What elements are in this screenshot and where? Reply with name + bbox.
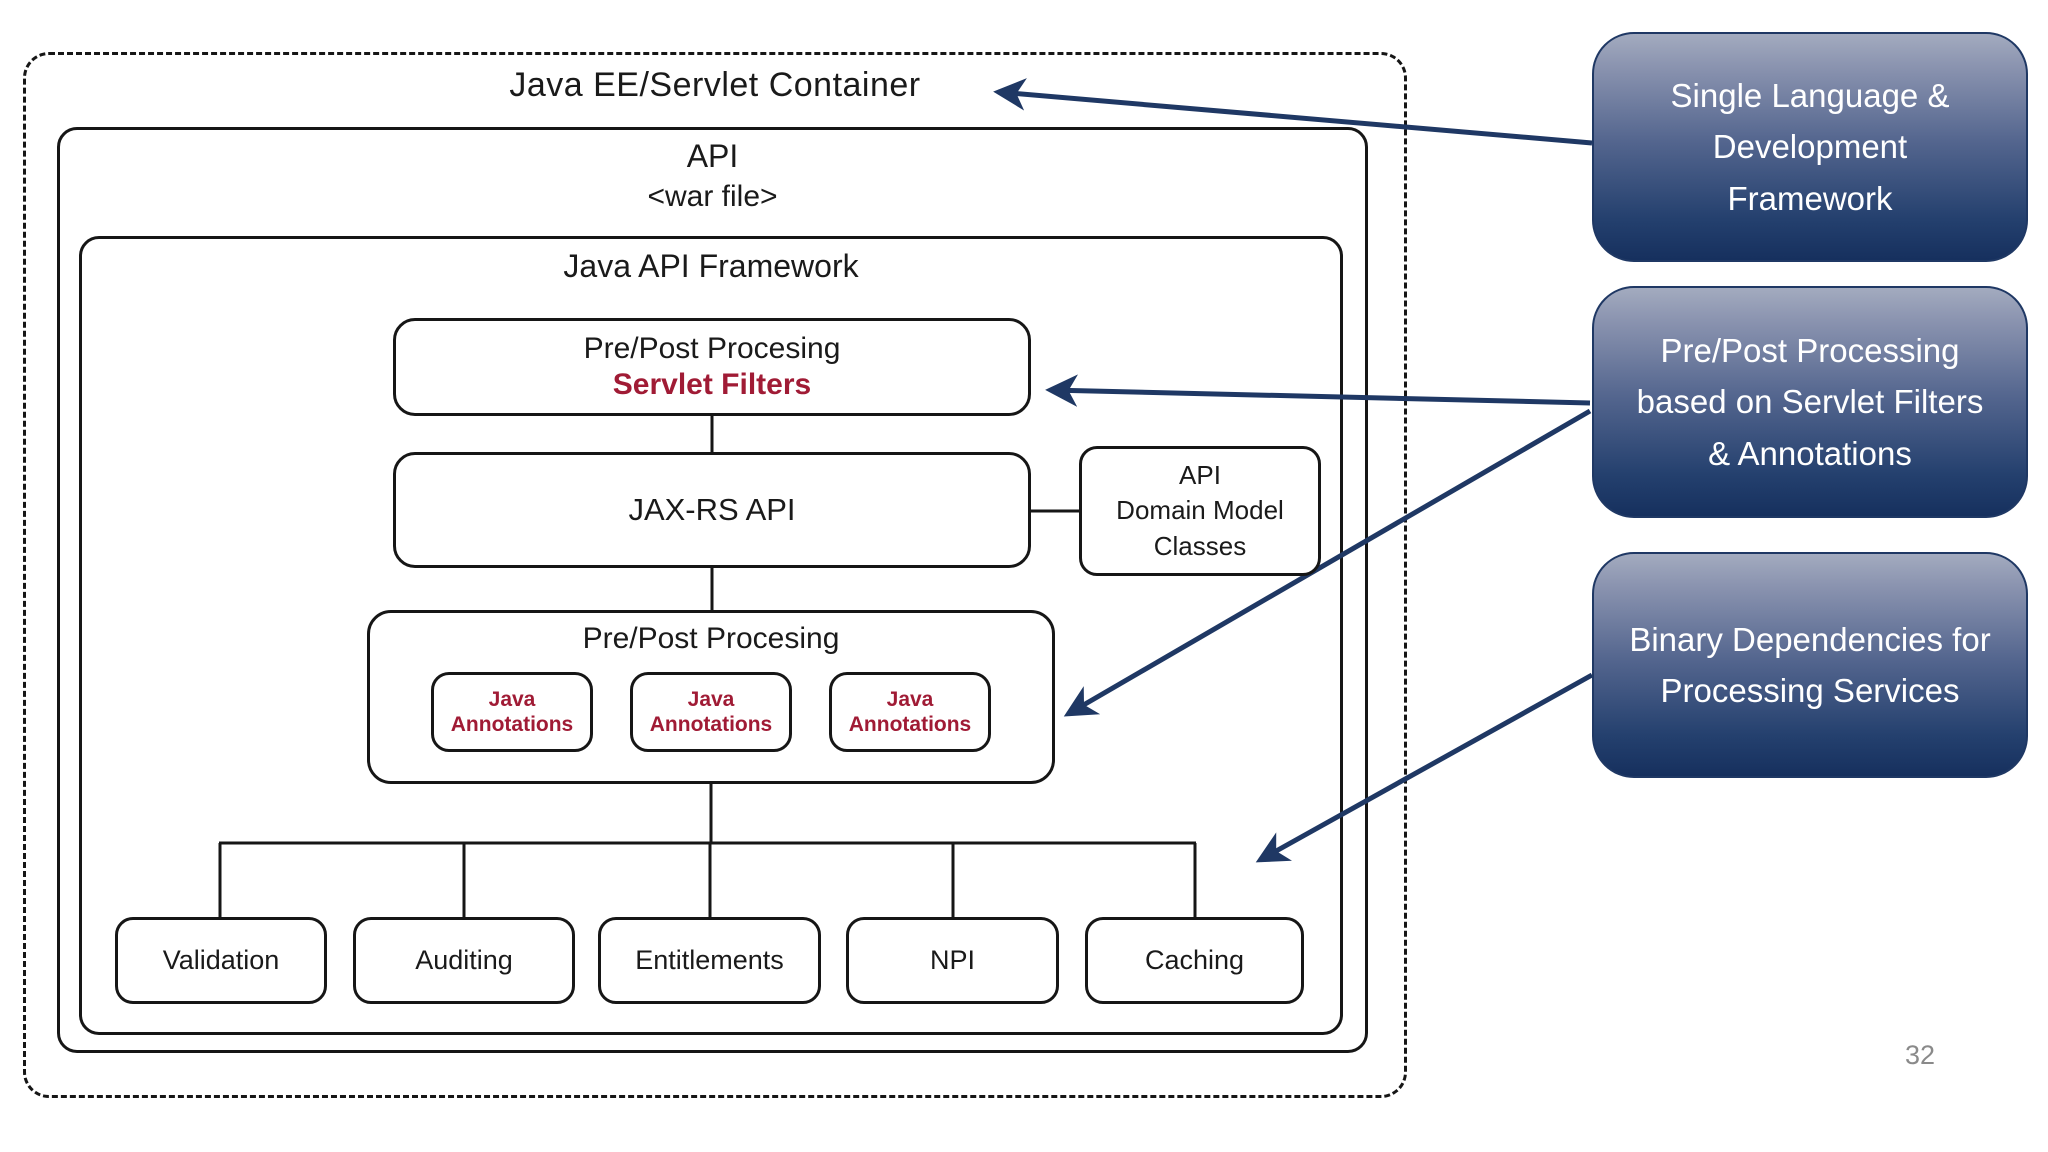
war-file-label: <war file>	[647, 180, 778, 213]
annotation-line: Annotations	[848, 713, 972, 736]
java-api-framework-title: Java API Framework	[563, 248, 859, 284]
annotation-line: Annotations	[450, 713, 574, 736]
annotation-line: Java	[488, 687, 536, 711]
callout-prepost-processing: Pre/Post Processing based on Servlet Fil…	[1592, 286, 2028, 518]
callout-line: Framework	[1727, 179, 1893, 217]
annotation-line: Annotations	[649, 713, 773, 736]
java-ee-container-title: Java EE/Servlet Container	[509, 66, 921, 104]
service-label: Entitlements	[635, 945, 784, 975]
java-annotations-box: Java Annotations	[431, 672, 593, 752]
api-war-title: API	[686, 138, 739, 174]
java-annotations-box: Java Annotations	[829, 672, 991, 752]
servlet-filters-line2: Servlet Filters	[612, 368, 812, 401]
service-label: Caching	[1144, 945, 1245, 975]
service-box-auditing: Auditing	[353, 917, 575, 1004]
service-label: NPI	[929, 945, 975, 975]
service-box-validation: Validation	[115, 917, 327, 1004]
callout-line: Binary Dependencies for	[1629, 620, 1991, 658]
callout-line: Development	[1712, 128, 1908, 166]
jaxrs-api-label: JAX-RS API	[628, 492, 796, 527]
annotation-line: Java	[886, 687, 934, 711]
service-label: Validation	[162, 945, 280, 975]
domain-model-box: API Domain Model Classes	[1079, 446, 1321, 576]
service-box-caching: Caching	[1085, 917, 1304, 1004]
domain-model-line: API	[1179, 460, 1221, 491]
callout-line: & Annotations	[1708, 434, 1912, 472]
java-annotations-box: Java Annotations	[630, 672, 792, 752]
callout-line: Single Language &	[1670, 77, 1950, 115]
callout-line: based on Servlet Filters	[1636, 383, 1984, 421]
annotation-line: Java	[687, 687, 735, 711]
callout-line: Pre/Post Processing	[1660, 332, 1960, 370]
service-box-npi: NPI	[846, 917, 1059, 1004]
domain-model-line: Classes	[1153, 530, 1247, 561]
callout-line: Processing Services	[1660, 672, 1960, 709]
service-label: Auditing	[415, 945, 513, 975]
callout-single-language: Single Language & Development Framework	[1592, 32, 2028, 262]
prepost-processing-title: Pre/Post Procesing	[582, 622, 840, 655]
service-box-entitlements: Entitlements	[598, 917, 821, 1004]
page-number: 32	[1904, 1040, 1936, 1070]
servlet-filters-line1: Pre/Post Procesing	[583, 332, 841, 365]
domain-model-line: Domain Model	[1116, 495, 1284, 526]
jaxrs-api-box: JAX-RS API	[393, 452, 1031, 568]
servlet-filters-box: Pre/Post Procesing Servlet Filters	[393, 318, 1031, 416]
callout-binary-dependencies: Binary Dependencies for Processing Servi…	[1592, 552, 2028, 778]
